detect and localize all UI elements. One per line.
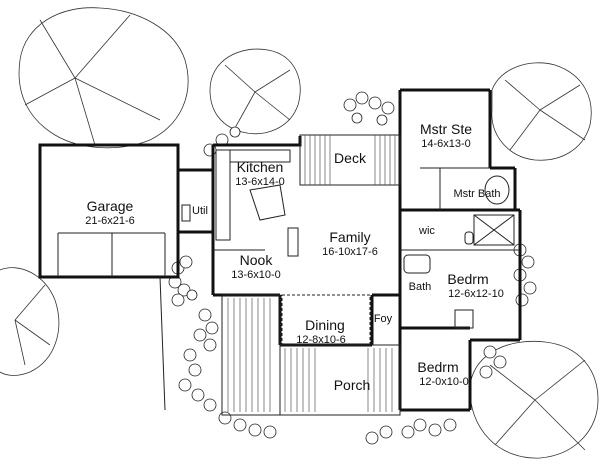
shrub-cluster-top (203, 91, 395, 157)
garage-walls (38, 143, 180, 411)
room-bedrm-1: Bedrm 12-6x12-10 (447, 271, 503, 300)
room-bedrm-1-dim: 12-6x12-10 (448, 288, 504, 300)
room-kitchen-name: Kitchen (237, 159, 284, 175)
room-dining-dim: 12-8x10-6 (296, 334, 346, 346)
house-walls (211, 88, 522, 412)
room-mstr-ste-name: Mstr Ste (420, 121, 472, 137)
room-bedrm-2: Bedrm 12-0x10-0 (417, 359, 468, 388)
room-dining-name: Dining (305, 317, 345, 333)
room-family-dim: 16-10x17-6 (322, 246, 378, 258)
utility-room (176, 168, 215, 234)
room-nook: Nook 13-6x10-0 (231, 252, 281, 281)
room-bath-name: Bath (409, 281, 432, 293)
bath-fixtures (403, 175, 515, 329)
room-mstr-bath-name: Mstr Bath (453, 188, 500, 200)
room-kitchen: Kitchen 13-6x14-0 (235, 159, 285, 188)
room-bedrm-2-name: Bedrm (417, 359, 458, 375)
room-nook-dim: 13-6x10-0 (231, 269, 281, 281)
room-garage: Garage 21-6x21-6 (85, 198, 135, 227)
room-dining: Dining 12-8x10-6 (296, 317, 346, 346)
room-foy-name: Foy (374, 313, 393, 325)
fireplace (287, 227, 299, 257)
tree-top-left (18, 7, 189, 149)
room-garage-name: Garage (87, 198, 134, 214)
room-mstr-ste-dim: 14-6x13-0 (421, 138, 471, 150)
room-wic-name: wic (418, 225, 435, 237)
tree-top-right (491, 62, 592, 161)
porch-area (221, 294, 401, 416)
room-bedrm-2-dim: 12-0x10-0 (419, 376, 469, 388)
tree-bottom-right (469, 340, 599, 459)
room-nook-name: Nook (240, 252, 274, 268)
room-mstr-ste: Mstr Ste 14-6x13-0 (420, 121, 472, 150)
tree-bottom-left (0, 267, 60, 376)
room-garage-dim: 21-6x21-6 (85, 215, 135, 227)
room-deck-name: Deck (334, 150, 367, 166)
room-bedrm-1-name: Bedrm (447, 271, 488, 287)
room-kitchen-dim: 13-6x14-0 (235, 176, 285, 188)
room-util-name: Util (192, 205, 208, 217)
room-family-name: Family (329, 229, 370, 245)
deck-area (299, 134, 401, 186)
room-family: Family 16-10x17-6 (322, 229, 378, 258)
shrub-cluster-left (168, 255, 277, 439)
room-porch-name: Porch (334, 377, 371, 393)
tree-top-center (209, 48, 301, 135)
kitchen-counters (215, 149, 291, 241)
